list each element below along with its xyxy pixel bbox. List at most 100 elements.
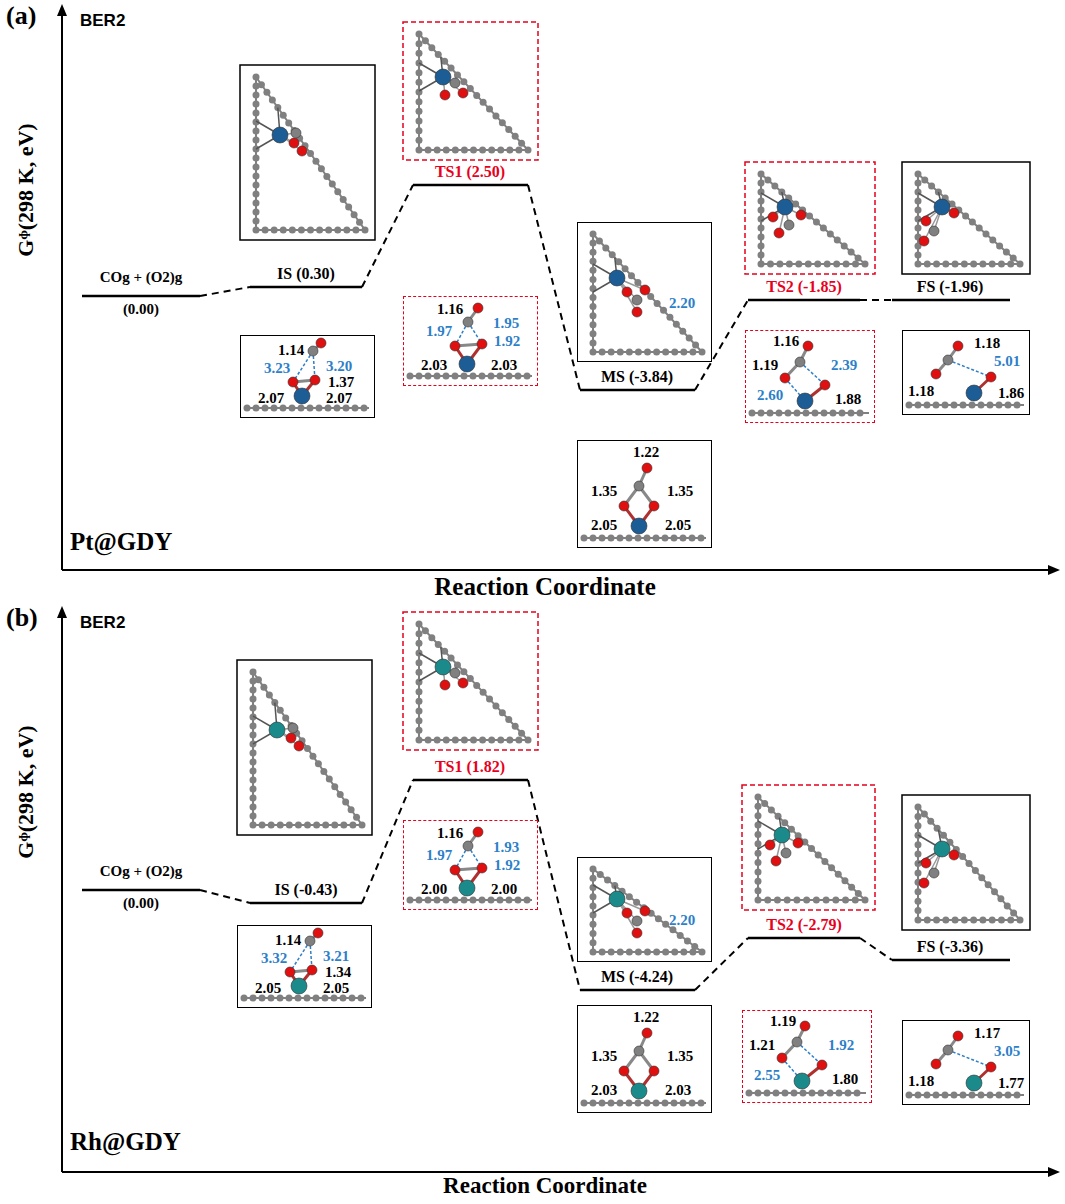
carbon-atom <box>628 272 635 279</box>
carbon-atom <box>633 899 640 906</box>
carbon-atom <box>454 661 461 668</box>
carbon-atom <box>915 261 922 268</box>
bond-length: 2.00 <box>421 882 447 897</box>
carbon-atom <box>758 234 765 241</box>
carbon-atom <box>839 410 846 417</box>
side-view-structure <box>241 928 367 1002</box>
carbon-atom <box>680 1100 687 1107</box>
carbon-atom <box>635 349 642 356</box>
carbon-atom <box>307 405 314 412</box>
bond-length: 2.00 <box>491 882 517 897</box>
energy-level <box>580 389 695 392</box>
carbon-atom <box>312 158 319 165</box>
carbon-atom <box>942 402 949 409</box>
carbon-atom <box>662 349 669 356</box>
carbon-atom <box>767 410 774 417</box>
carbon-atom <box>634 481 644 491</box>
carbon-atom <box>461 373 468 380</box>
carbon-atom <box>924 1092 931 1099</box>
carbon-atom <box>774 897 781 904</box>
bond-length: 1.34 <box>325 965 351 980</box>
axis-title: Reaction Coordinate <box>434 573 656 601</box>
carbon-atom <box>653 349 660 356</box>
side-view-box: 1.221.351.352.032.03 <box>577 1005 712 1113</box>
carbon-atom <box>758 410 765 417</box>
carbon-atom <box>263 89 270 96</box>
side-view-structure <box>746 1021 867 1097</box>
carbon-atom <box>425 897 432 904</box>
carbon-atom <box>492 702 499 709</box>
carbon-atom <box>996 1092 1003 1099</box>
profile-connector <box>528 185 580 390</box>
transition-state-frame <box>742 785 875 910</box>
carbon-atom <box>253 74 260 81</box>
carbon-atom <box>671 1100 678 1107</box>
carbon-atom <box>978 1092 985 1099</box>
carbon-atom <box>343 227 350 234</box>
carbon-atom <box>590 267 597 274</box>
carbon-atom <box>813 897 820 904</box>
carbon-atom <box>416 698 423 705</box>
carbon-atom <box>855 890 862 897</box>
carbon-atom <box>349 995 356 1002</box>
carbon-atom <box>972 867 979 874</box>
bond-length: 1.35 <box>667 1049 693 1064</box>
carbon-atom <box>671 535 678 542</box>
oxygen-atom <box>307 965 317 975</box>
carbon-atom <box>288 723 298 733</box>
metal-atom <box>934 199 950 215</box>
side-view-box: 1.161.192.392.601.88 <box>745 330 875 423</box>
carbon-atom <box>596 237 603 244</box>
carbon-atom <box>322 822 329 829</box>
carbon-atom <box>590 294 597 301</box>
energy-level <box>250 902 362 905</box>
bond-length: 1.37 <box>328 375 354 390</box>
distance-value: 3.32 <box>261 951 287 966</box>
carbon-atom <box>342 799 349 806</box>
carbon-atom <box>590 349 597 356</box>
bond-length: 2.05 <box>323 981 349 996</box>
carbon-atom <box>635 1100 642 1107</box>
carbon-atom <box>969 219 976 226</box>
carbon-atom <box>961 917 968 924</box>
carbon-atom <box>590 339 597 346</box>
bond-length: 1.35 <box>591 484 617 499</box>
carbon-atom <box>253 110 260 117</box>
axes <box>57 606 1060 1177</box>
carbon-atom <box>755 887 762 894</box>
oxygen-atom <box>289 138 299 148</box>
carbon-atom <box>304 745 311 752</box>
carbon-atom <box>470 147 477 154</box>
carbon-atom <box>852 897 859 904</box>
carbon-atom <box>599 949 606 956</box>
carbon-atom <box>793 897 800 904</box>
carbon-atom <box>771 183 778 190</box>
carbon-atom <box>280 112 287 119</box>
carbon-atom <box>479 147 486 154</box>
carbon-atom <box>991 888 998 895</box>
carbon-atom <box>473 92 480 99</box>
carbon-atom <box>998 261 1005 268</box>
carbon-atom <box>857 410 864 417</box>
carbon-atom <box>989 237 996 244</box>
carbon-atom <box>599 1100 606 1107</box>
carbon-atom <box>340 995 347 1002</box>
carbon-atom <box>915 402 922 409</box>
carbon-atom <box>758 207 765 214</box>
oxygen-atom <box>477 863 487 873</box>
carbon-atom <box>632 295 642 305</box>
carbon-atom <box>969 1092 976 1099</box>
carbon-atom <box>250 822 257 829</box>
carbon-atom <box>692 342 699 349</box>
carbon-atom <box>434 897 441 904</box>
carbon-atom <box>452 897 459 904</box>
carbon-atom <box>805 261 812 268</box>
carbon-atom <box>581 535 588 542</box>
bond-length: 2.03 <box>421 358 447 373</box>
carbon-atom <box>764 177 771 184</box>
x-axis <box>62 569 1052 571</box>
carbon-atom <box>416 717 423 724</box>
carbon-atom <box>329 181 336 188</box>
graphdiyne-pore <box>419 34 528 150</box>
